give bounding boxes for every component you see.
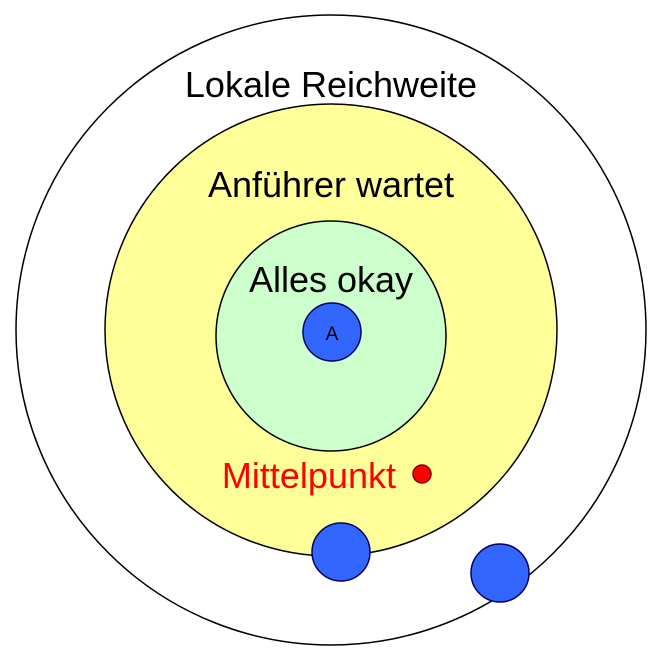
inner-range-label: Alles okay (249, 259, 413, 300)
outer-range-label: Lokale Reichweite (185, 64, 477, 105)
midpoint-dot (412, 464, 432, 484)
middle-range-label: Anführer wartet (208, 164, 454, 205)
peer-node-1 (311, 522, 371, 582)
peer-node-2 (470, 543, 530, 603)
center-node-label: A (326, 324, 339, 345)
center-node (302, 302, 362, 362)
midpoint-label: Mittelpunkt (222, 455, 396, 496)
